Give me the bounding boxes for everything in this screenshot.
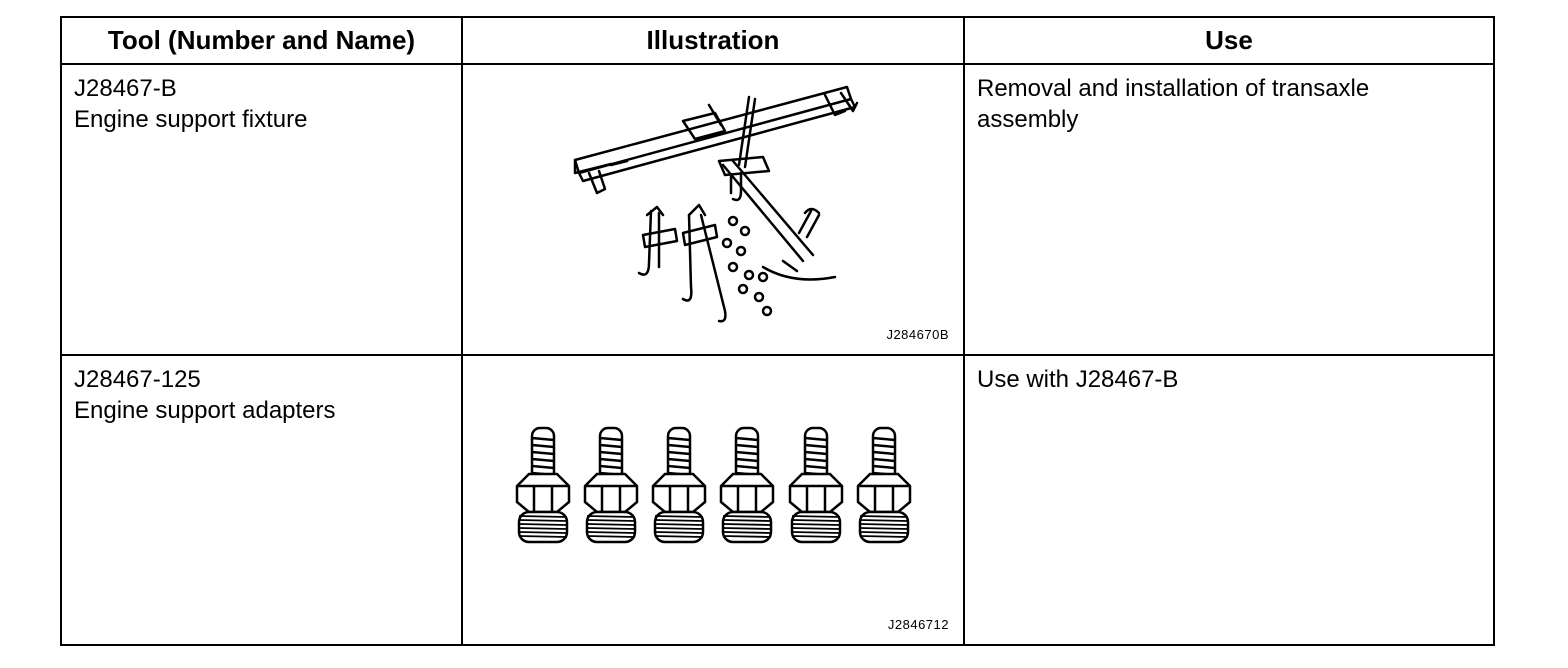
illustration-code: J284670B bbox=[886, 327, 949, 342]
tool-table: Tool (Number and Name) Illustration Use … bbox=[60, 16, 1495, 646]
tool-number: J28467-125 bbox=[74, 366, 201, 393]
adapter-stud-icon bbox=[856, 426, 912, 544]
illustration-cell: J2846712 bbox=[461, 354, 965, 646]
table-row: J28467-B Engine support fixture bbox=[60, 63, 1495, 356]
adapter-stud-icon bbox=[515, 426, 571, 544]
header-use: Use bbox=[963, 16, 1495, 65]
engine-support-fixture-icon bbox=[573, 85, 859, 323]
adapter-stud-icon bbox=[788, 426, 844, 544]
tool-number: J28467-B bbox=[74, 75, 177, 102]
tool-name: Engine support adapters bbox=[74, 397, 336, 424]
tool-name: Engine support fixture bbox=[74, 106, 308, 133]
adapter-stud-icon bbox=[651, 426, 707, 544]
header-illustration: Illustration bbox=[461, 16, 965, 65]
use-text-line-1: Use with J28467-B bbox=[977, 366, 1179, 393]
illustration-code: J2846712 bbox=[887, 617, 949, 632]
use-cell: Use with J28467-B bbox=[963, 354, 1495, 646]
use-text-line-1: Removal and installation of transaxle bbox=[977, 75, 1370, 102]
use-cell: Removal and installation of transaxle as… bbox=[963, 63, 1495, 356]
tool-cell: J28467-125 Engine support adapters bbox=[60, 354, 463, 646]
adapter-stud-icon bbox=[719, 426, 775, 544]
use-text-line-2: assembly bbox=[977, 106, 1079, 133]
adapter-stud-icon bbox=[583, 426, 639, 544]
table-row: J28467-125 Engine support adapters J2846… bbox=[60, 354, 1495, 646]
header-tool: Tool (Number and Name) bbox=[60, 16, 463, 65]
illustration-cell: J284670B bbox=[461, 63, 965, 356]
tool-cell: J28467-B Engine support fixture bbox=[60, 63, 463, 356]
table-header-row: Tool (Number and Name) Illustration Use bbox=[60, 16, 1495, 65]
engine-support-adapters-icon bbox=[515, 426, 912, 544]
